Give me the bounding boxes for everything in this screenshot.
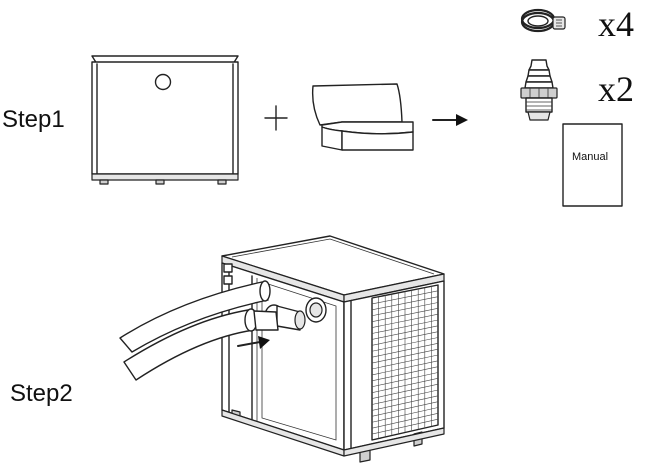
arrow-right-icon [432, 114, 468, 126]
hoses [119, 280, 279, 381]
clamp-quantity: x4 [598, 4, 634, 44]
connector-quantity: x2 [598, 69, 634, 109]
plus-icon [264, 105, 288, 131]
hose-clamp-icon [520, 8, 566, 33]
manual-label: Manual [572, 151, 608, 163]
manual-booklet: Manual [562, 123, 623, 207]
hose-connector-icon [520, 59, 558, 121]
arrow-insert-icon [237, 336, 270, 349]
step1-label: Step1 [2, 106, 65, 133]
step2-label: Step2 [10, 380, 73, 407]
heat-pump-box-front [91, 55, 239, 185]
fan-grille [371, 286, 439, 439]
cushion-part [311, 83, 414, 151]
